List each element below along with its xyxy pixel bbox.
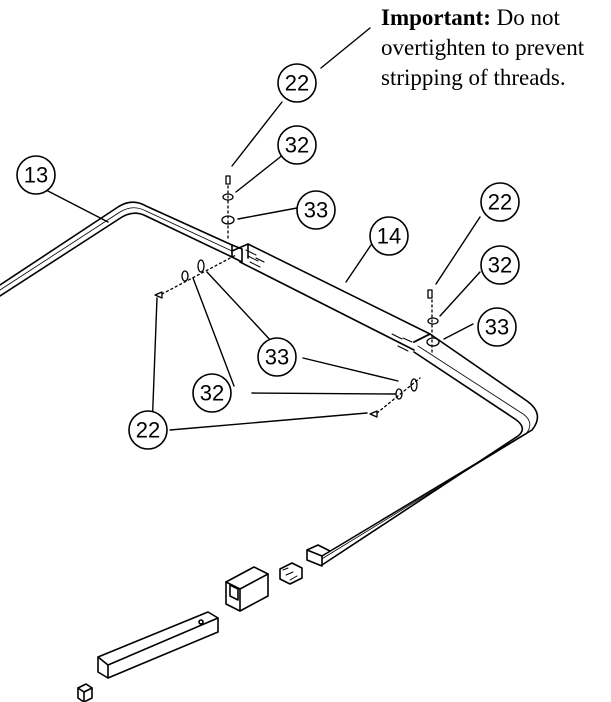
callout-circle xyxy=(192,373,232,413)
tube-14 xyxy=(231,243,431,352)
callout-label: 14 xyxy=(377,224,401,249)
callout-33: 33 xyxy=(477,307,517,347)
callout-label: 22 xyxy=(285,71,309,96)
tube-connector xyxy=(225,562,303,612)
callout-14: 14 xyxy=(369,216,409,256)
callout-circle xyxy=(128,410,168,450)
callout-label: 22 xyxy=(136,418,160,443)
callout-32: 32 xyxy=(277,125,317,165)
callout-circle xyxy=(16,155,56,195)
end-cap xyxy=(77,683,93,702)
callout-13: 13 xyxy=(16,155,56,195)
callout-label: 32 xyxy=(200,381,224,406)
rod xyxy=(97,611,219,679)
callout-circle xyxy=(369,216,409,256)
callout-22: 22 xyxy=(128,410,168,450)
callout-group: 13 22 32 33 14 22 32 33 33 32 22 xyxy=(16,63,520,450)
callout-33: 33 xyxy=(296,190,336,230)
tube-13 xyxy=(0,201,243,297)
hardware xyxy=(154,175,440,418)
callout-circle xyxy=(277,125,317,165)
callout-label: 32 xyxy=(488,253,512,278)
callout-circle xyxy=(277,63,317,103)
callout-label: 33 xyxy=(304,198,328,223)
callout-circle xyxy=(480,182,520,222)
callout-33: 33 xyxy=(257,337,297,377)
callout-circle xyxy=(480,245,520,285)
callout-label: 33 xyxy=(485,315,509,340)
tube-right xyxy=(306,333,539,567)
callout-label: 33 xyxy=(265,345,289,370)
important-note: Important: Do not overtighten to prevent… xyxy=(381,3,609,93)
callout-32: 32 xyxy=(480,245,520,285)
important-heading: Important: xyxy=(381,5,491,30)
callout-circle xyxy=(477,307,517,347)
callout-22: 22 xyxy=(277,63,317,103)
callout-22: 22 xyxy=(480,182,520,222)
callout-circle xyxy=(296,190,336,230)
callout-32: 32 xyxy=(192,373,232,413)
leader-lines xyxy=(45,27,481,431)
callout-label: 22 xyxy=(488,190,512,215)
callout-circle xyxy=(257,337,297,377)
important-body: Do not overtighten to prevent stripping … xyxy=(381,5,585,90)
callout-label: 32 xyxy=(285,133,309,158)
callout-label: 13 xyxy=(24,163,48,188)
